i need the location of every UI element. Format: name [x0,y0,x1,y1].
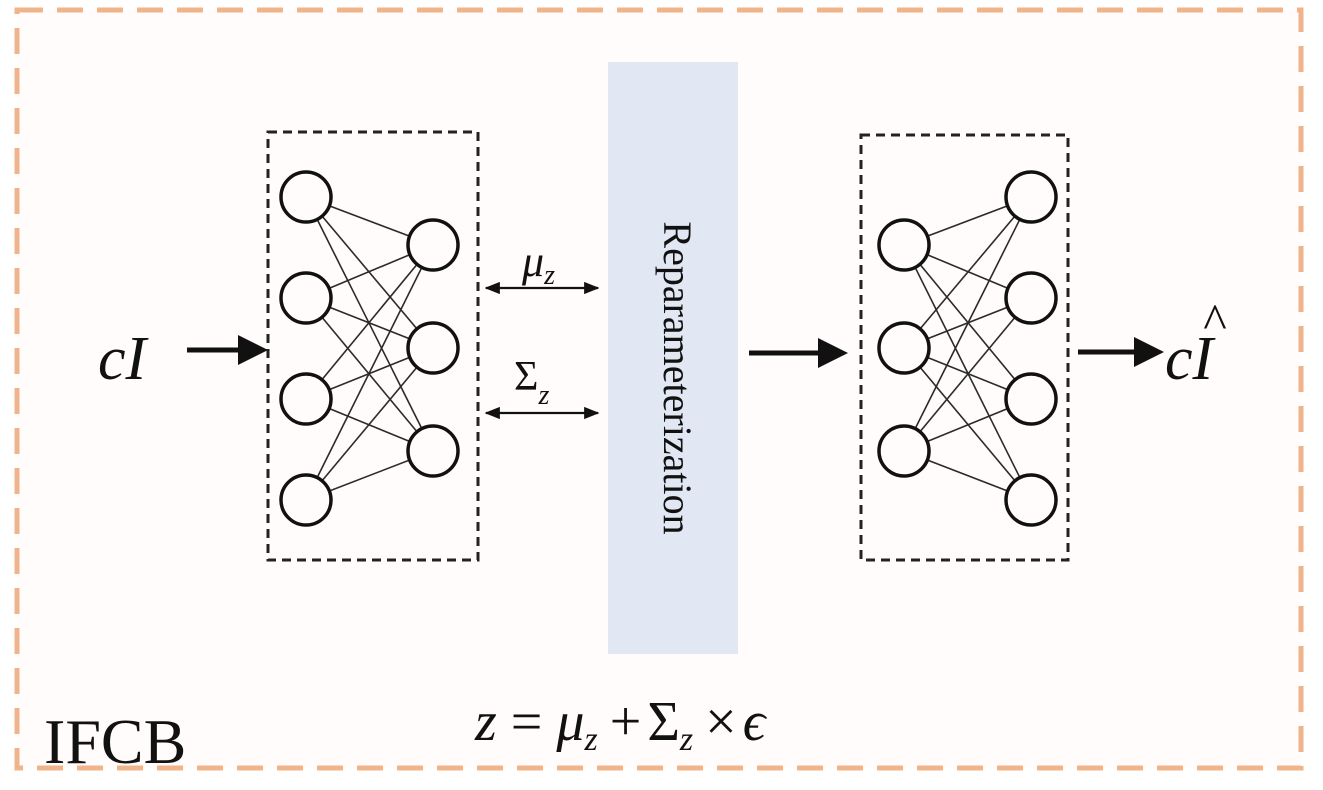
eq-times: × [705,691,737,753]
encoder-node [279,372,333,426]
output-symbol-base: c [1165,325,1193,393]
input-symbol-base: c [98,325,126,393]
encoder-edge [305,347,434,501]
decoder-edge [903,244,1032,501]
encoder-node [406,321,460,375]
decoder-edge [903,244,1032,400]
sigma-label-sub: z [537,380,549,411]
reparam-label: Reparameterization [655,221,700,534]
eq-mu-sub: z [584,721,598,758]
eq-epsilon: ϵ [743,691,768,753]
eq-sigma: Σ [647,691,680,753]
encoder-node [279,271,333,325]
decoder-node [877,321,931,375]
input-symbol-var: I [125,325,150,393]
eq-plus: + [610,691,642,753]
mu-label-symbol: μ [521,237,544,286]
equation: z=μz+Σz×ϵ [474,691,768,758]
decoder-edge [903,297,1032,452]
mu-label: μz [521,237,555,291]
decoder-node [877,218,931,272]
eq-sigma-sub: z [679,721,693,758]
encoder-node [279,473,333,527]
encoder-box [266,130,480,562]
decoder-node [1004,372,1058,426]
reparam-band [608,62,738,654]
output-symbol-accent: ^ [1203,293,1226,349]
encoder-node [406,424,460,478]
sigma-label: Σz [514,354,549,411]
eq-lhs: z [474,691,497,753]
encoder-edge [305,196,434,349]
encoder-edge [305,244,434,501]
encoder-edge [305,196,434,452]
decoder-node [877,424,931,478]
encoder-nodes [279,170,460,527]
encoder-edge [305,297,434,452]
decoder-box [859,133,1070,562]
output-symbol-var: I [1192,325,1217,393]
decoder-edge [903,196,1032,452]
block-label: IFCB [44,706,186,777]
mu-label-sub: z [543,260,555,291]
decoder-nodes [877,170,1058,527]
eq-equals: = [511,691,543,753]
input-symbol: cI [98,325,150,393]
sigma-label-symbol: Σ [514,354,538,400]
decoder-node [1004,473,1058,527]
decoder-edge [903,347,1032,501]
decoder-edge [903,196,1032,349]
decoder-node [1004,271,1058,325]
encoder-edge [305,244,434,400]
encoder-node [406,218,460,272]
output-symbol: cI [1165,325,1217,393]
eq-mu: μ [555,691,584,753]
decoder-node [1004,170,1058,224]
encoder-node [279,170,333,224]
